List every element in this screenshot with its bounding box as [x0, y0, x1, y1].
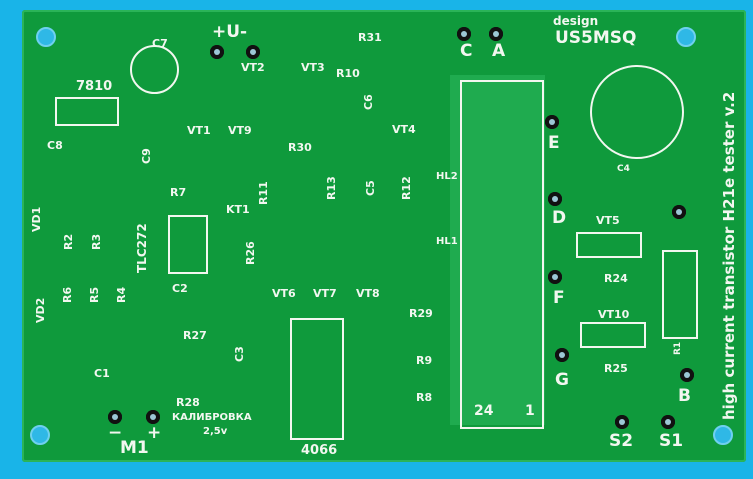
label-hl2: HL2 — [436, 171, 458, 182]
label-vt7: VT7 — [313, 287, 337, 300]
label-r11: R11 — [257, 181, 270, 205]
label-r30: R30 — [288, 141, 312, 154]
label-s1: S1 — [659, 431, 684, 451]
label-r2: R2 — [62, 233, 75, 250]
label-vt10: VT10 — [598, 308, 630, 321]
label-d: D — [552, 208, 567, 228]
connector-outline — [460, 80, 544, 429]
label-vt4: VT4 — [392, 123, 416, 136]
label-r10: R10 — [336, 67, 360, 80]
label-r7: R7 — [170, 186, 187, 199]
label-vd2: VD2 — [34, 297, 47, 323]
label-f: F — [553, 288, 565, 308]
label-vd1: VD1 — [30, 206, 43, 232]
label-r28: R28 — [176, 396, 200, 409]
pad-g — [555, 348, 569, 362]
ic-4066-outline — [290, 318, 344, 440]
r1-outline — [662, 250, 698, 339]
tlc272-outline — [168, 215, 208, 274]
label-c3: C3 — [233, 346, 246, 362]
label-r26: R26 — [244, 241, 257, 265]
mounting-hole — [713, 425, 733, 445]
label-calibration-voltage: 2,5v — [203, 426, 228, 437]
label-m1-minus: − — [108, 423, 123, 443]
label-s2: S2 — [609, 431, 634, 451]
label-vt5: VT5 — [596, 214, 620, 227]
label-tlc272: TLC272 — [135, 223, 149, 273]
label-hl1: HL1 — [436, 236, 458, 247]
label-vt9: VT9 — [228, 124, 252, 137]
label-supply: +U- — [212, 22, 248, 42]
label-c7: C7 — [152, 37, 168, 50]
label-c1: C1 — [94, 367, 110, 380]
label-7810: 7810 — [76, 79, 113, 94]
label-m1: M1 — [120, 438, 149, 458]
label-c2: C2 — [172, 282, 188, 295]
pad-a — [489, 27, 503, 41]
pad-m1-plus — [146, 410, 160, 424]
label-c5: C5 — [364, 180, 377, 196]
board-title: high current transistor H21e tester v.2 — [720, 91, 738, 420]
label-c4: C4 — [617, 164, 630, 174]
pad-m1-minus — [108, 410, 122, 424]
label-r29: R29 — [409, 307, 433, 320]
pad-e — [545, 115, 559, 129]
label-vt3: VT3 — [301, 61, 325, 74]
label-c: C — [460, 41, 473, 61]
label-r9: R9 — [416, 354, 433, 367]
label-r4: R4 — [115, 286, 128, 303]
label-4066: 4066 — [301, 443, 338, 458]
pad-d — [548, 192, 562, 206]
label-vt8: VT8 — [356, 287, 380, 300]
mounting-hole — [30, 425, 50, 445]
label-r25: R25 — [604, 362, 628, 375]
label-r31: R31 — [358, 31, 382, 44]
label-m1-plus: + — [147, 423, 162, 443]
author-callsign: US5MSQ — [555, 28, 637, 48]
pad-c — [457, 27, 471, 41]
label-e: E — [548, 133, 560, 153]
label-r6: R6 — [61, 286, 74, 303]
pad-f — [548, 270, 562, 284]
mounting-hole — [676, 27, 696, 47]
pad-s2 — [615, 415, 629, 429]
label-vt2: VT2 — [241, 61, 265, 74]
pad-s1 — [661, 415, 675, 429]
label-c8: C8 — [47, 139, 63, 152]
pad-b — [680, 368, 694, 382]
mounting-hole — [36, 27, 56, 47]
pad-u-minus — [246, 45, 260, 59]
label-pin-24: 24 — [474, 403, 494, 419]
label-r8: R8 — [416, 391, 433, 404]
label-r5: R5 — [88, 286, 101, 303]
label-kt1: KT1 — [226, 203, 250, 216]
c7-outline — [130, 45, 179, 94]
pad-r1 — [672, 205, 686, 219]
vt5-outline — [576, 232, 642, 258]
vt10-outline — [580, 322, 646, 348]
label-c6: C6 — [362, 94, 375, 110]
label-calibration: КАЛИБРОВКА — [172, 412, 252, 423]
pad-u-plus — [210, 45, 224, 59]
label-r27: R27 — [183, 329, 207, 342]
label-pin-1: 1 — [525, 403, 535, 419]
c4-outline — [590, 65, 684, 159]
design-label: design — [553, 14, 599, 28]
label-g: G — [555, 370, 569, 390]
regulator-outline — [55, 97, 119, 126]
label-b: B — [678, 386, 691, 406]
connector-area — [450, 75, 545, 425]
label-c9: C9 — [140, 148, 153, 164]
label-r12: R12 — [400, 176, 413, 200]
label-r13: R13 — [325, 176, 338, 200]
label-r1: R1 — [673, 341, 683, 355]
label-r3: R3 — [90, 233, 103, 250]
label-r24: R24 — [604, 272, 628, 285]
label-vt1: VT1 — [187, 124, 211, 137]
label-vt6: VT6 — [272, 287, 296, 300]
label-a: A — [492, 41, 506, 61]
